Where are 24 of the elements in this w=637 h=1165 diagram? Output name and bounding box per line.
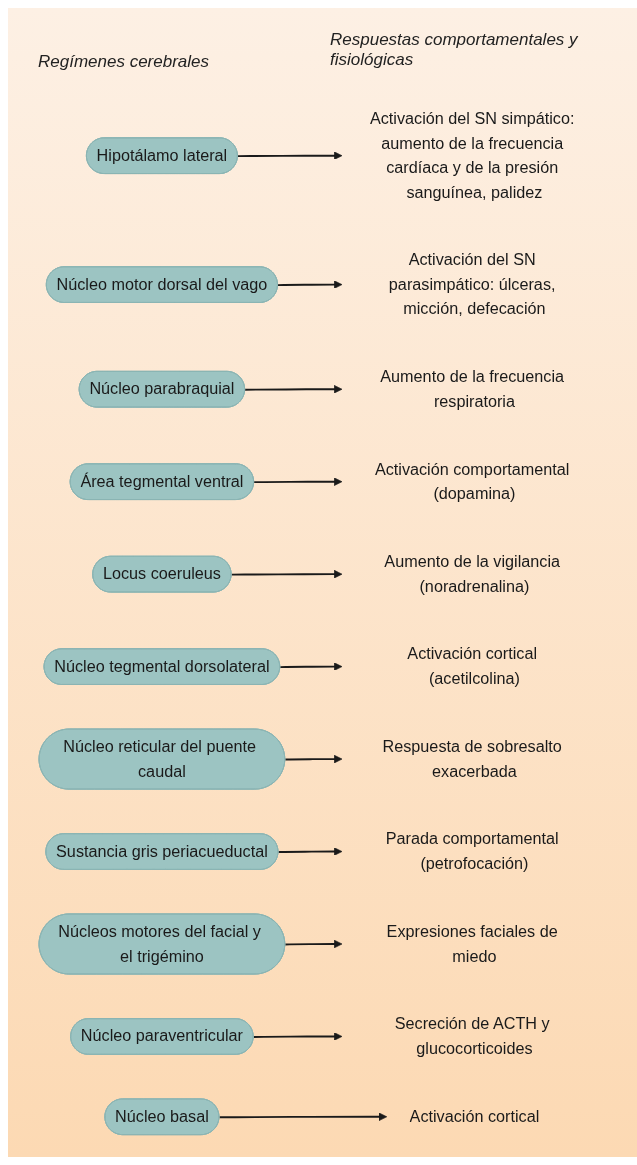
node-text: Aumento de la vigilancia (noradrenalina) [384, 552, 560, 596]
node-text: Activación del SN parasimpático: úlceras, micción, defecación [388, 251, 556, 318]
arrow [244, 385, 343, 394]
arrow [284, 754, 343, 764]
column-heading: Regímenes cerebrales [38, 52, 211, 72]
arrow [277, 847, 343, 856]
arrow [236, 151, 343, 160]
arrow [277, 280, 343, 289]
node-text: Expresiones faciales de miedo [386, 922, 558, 965]
column-heading: Respuestas comportamentales y fisiológicas [330, 30, 579, 70]
node-text: Activación del SN simpático: aumento de la frecuencia cardíaca y de la presión sanguínea, palidez [369, 109, 575, 201]
node-text: Activación comportamental (dopamina) [374, 460, 570, 503]
arrow [230, 569, 343, 579]
node-text: Secreción de ACTH y glucocorticoides [394, 1015, 550, 1058]
node-text: Parada comportamental (petrofocación) [385, 830, 559, 873]
node-text: Aumento de la frecuencia respiratoria [380, 367, 565, 411]
arrow [252, 1032, 343, 1041]
node-text: Activación cortical [409, 1107, 540, 1126]
node-text: Respuesta de sobresalto exacerbada [382, 737, 562, 781]
arrow [284, 939, 343, 949]
arrow [218, 1112, 388, 1121]
arrow [253, 477, 343, 486]
node-text: Activación cortical (acetilcolina) [407, 645, 538, 688]
arrow [279, 662, 343, 671]
